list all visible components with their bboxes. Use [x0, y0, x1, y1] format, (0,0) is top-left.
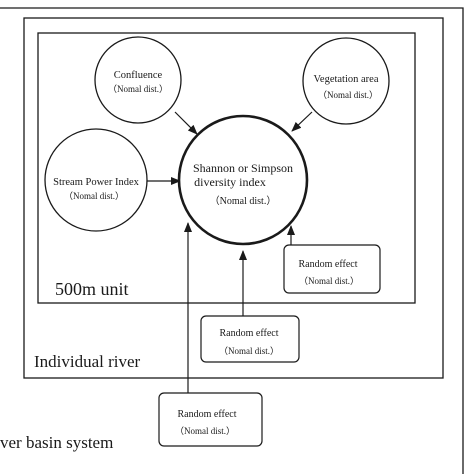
river-basin-label: ver basin system: [0, 433, 113, 452]
diversity-title-line2: diversity index: [194, 175, 266, 189]
unit-label: 500m unit: [55, 279, 129, 299]
random-effect-unit-title: Random effect: [299, 259, 358, 270]
stream-power-title: Stream Power Index: [53, 177, 139, 188]
individual-river-frame: [23, 17, 444, 379]
confluence-dist: （Nomal dist.）: [108, 84, 168, 94]
confluence-node: Confluence （Nomal dist.）: [94, 36, 182, 124]
random-effect-unit-box: Random effect （Nomal dist.）: [283, 244, 381, 294]
random-effect-unit-dist: （Nomal dist.）: [299, 276, 359, 286]
confluence-title: Confluence: [114, 70, 163, 81]
diversity-node: Shannon or Simpson diversity index （Noma…: [177, 114, 309, 246]
stream-power-node: Stream Power Index （Nomal dist.）: [44, 128, 148, 232]
random-effect-basin-box: Random effect （Nomal dist.）: [158, 392, 263, 447]
random-effect-river-box: Random effect （Nomal dist.）: [200, 315, 300, 363]
diversity-title-line1: Shannon or Simpson: [193, 161, 293, 175]
random-effect-basin-dist: （Nomal dist.）: [175, 426, 235, 436]
vegetation-node: Vegetation area （Nomal dist.）: [302, 37, 390, 125]
random-effect-basin-title: Random effect: [178, 409, 237, 420]
diversity-dist: （Nomal dist.）: [210, 195, 277, 207]
stream-power-dist: （Nomal dist.）: [64, 191, 124, 201]
individual-river-label: Individual river: [34, 352, 141, 371]
vegetation-dist: （Nomal dist.）: [318, 90, 378, 100]
random-effect-river-title: Random effect: [220, 328, 279, 339]
vegetation-title: Vegetation area: [313, 74, 378, 85]
unit-frame: [37, 32, 416, 304]
river-basin-frame: [0, 7, 464, 474]
random-effect-river-dist: （Nomal dist.）: [219, 346, 279, 356]
arrow-confluence-to-diversity: [174, 111, 198, 135]
arrow-vegetation-to-diversity: [291, 111, 313, 132]
